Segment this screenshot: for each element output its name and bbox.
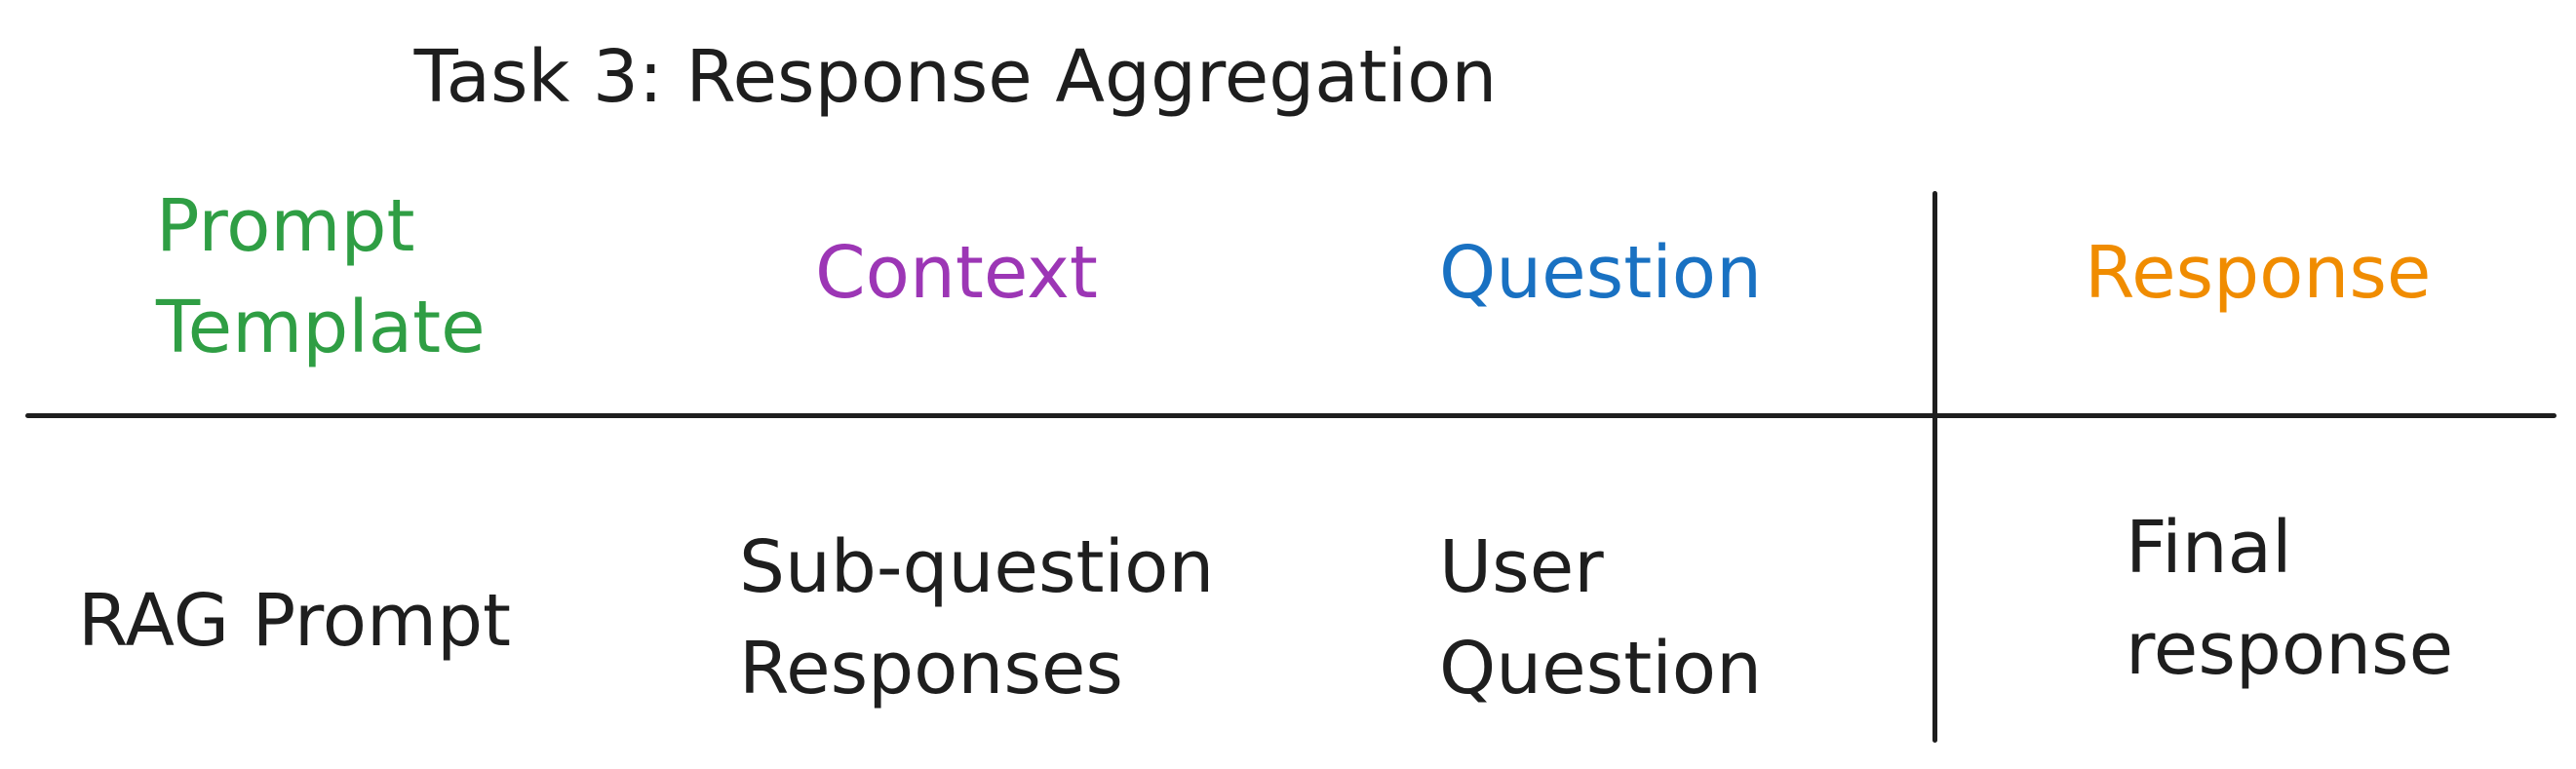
cell-prompt-template: RAG Prompt bbox=[78, 579, 512, 663]
header-context: Context bbox=[815, 231, 1098, 315]
cell-question: User Question bbox=[1439, 525, 1762, 711]
header-question: Question bbox=[1439, 231, 1762, 315]
header-divider-horizontal bbox=[25, 413, 2556, 418]
response-divider-vertical bbox=[1932, 191, 1937, 743]
cell-context: Sub-question Responses bbox=[739, 525, 1215, 711]
header-response: Response bbox=[2085, 231, 2432, 315]
cell-response: Final response bbox=[2126, 506, 2454, 691]
diagram-title: Task 3: Response Aggregation bbox=[413, 35, 1498, 119]
header-prompt-template: Prompt Template bbox=[156, 184, 486, 369]
